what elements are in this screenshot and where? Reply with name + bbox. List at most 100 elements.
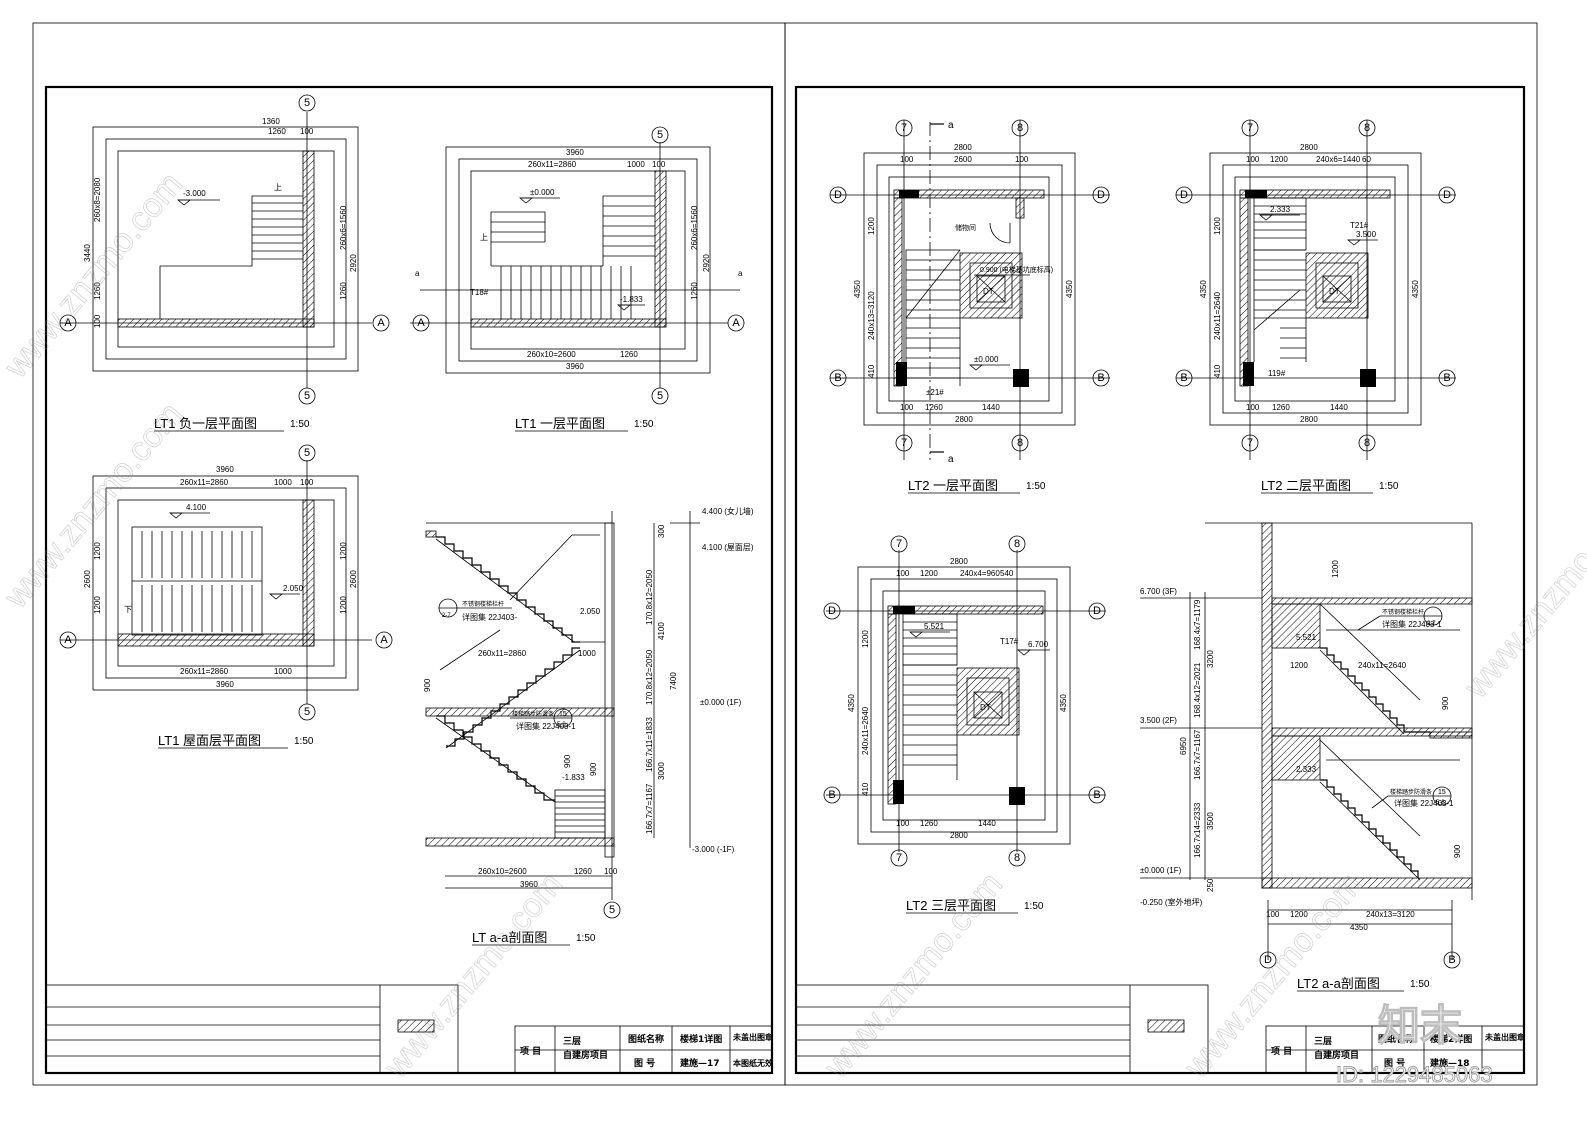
dim-2800b: 2800	[955, 415, 973, 424]
dim-100: 100	[604, 867, 618, 876]
project-label: 项 目	[520, 1046, 541, 1057]
axis-bubble-b: B	[823, 786, 841, 804]
svg-text:7: 7	[1247, 122, 1253, 134]
dim-1560: 260x6=1560	[690, 205, 699, 250]
dim-total: 3960	[520, 880, 538, 889]
axis-bubble-d: D	[1092, 186, 1110, 204]
dim-4350: 4350	[853, 280, 862, 298]
axis-bubble-7: 7	[895, 434, 913, 452]
step-label: T21#	[1350, 221, 1369, 230]
dim-900b: 900	[1453, 844, 1462, 858]
dim-4350r: 4350	[1065, 280, 1074, 298]
view-title: LT1 一层平面图	[515, 416, 605, 431]
down-label: 下	[124, 605, 132, 614]
level-1f: ±0.000 (1F)	[700, 698, 742, 707]
view-title: LT2 一层平面图	[908, 478, 998, 493]
level-label-2: -1.833	[620, 295, 643, 304]
svg-text:15: 15	[559, 711, 567, 718]
detail-callout-antislip: 15 5-8 楼梯踏步防滑条 详图集 22J403-1	[1371, 786, 1454, 809]
drawing-name: 楼梯2详图	[1430, 1033, 1472, 1045]
axis-bubble-d: D	[1259, 951, 1277, 969]
axis-bubble-8: 8	[1358, 119, 1376, 137]
dim-1200b: 1200	[1290, 910, 1308, 919]
dim-total-b: 3960	[566, 362, 584, 371]
dim-mid-run: 260x11=2860	[478, 649, 527, 658]
svg-text:楼梯踏步防滑条: 楼梯踏步防滑条	[1390, 788, 1432, 796]
svg-text:D: D	[1093, 605, 1101, 617]
watermark-id: ID: 1229485063	[1336, 1062, 1493, 1087]
detail-callout-railing: 2-7 不锈钢楼梯栏杆 详图集 22J403-	[438, 598, 517, 622]
axis-bubble-8: 8	[1011, 434, 1029, 452]
dim-300: 300	[657, 524, 666, 538]
svg-text:8: 8	[1017, 437, 1023, 449]
lt2-f1-plan: DT 储物间 ±0.000 0.900 (电梯基坑底标高) ±21# a a	[829, 119, 1110, 494]
dim-1260: 1260	[920, 819, 938, 828]
level-parapet: 4.400 (女儿墙)	[702, 506, 754, 516]
dim-2920: 2920	[702, 254, 711, 272]
axis-bubble-b: B	[829, 369, 847, 387]
axis-bubble-a: A	[727, 314, 745, 332]
dim-2021: 168.4x12=2021	[1193, 662, 1202, 718]
dim-3120: 240x13=3120	[867, 291, 876, 340]
dim-1833: 166.7x11=1833	[645, 717, 654, 772]
dim-1000: 1000	[274, 478, 292, 487]
stamp-note-2: 本图纸无效	[732, 1058, 773, 1068]
drawing-no-label: 图 号	[634, 1058, 655, 1069]
project-label: 项 目	[1271, 1046, 1292, 1057]
svg-text:5: 5	[657, 129, 663, 141]
dim-run1: 240x11=2640	[1358, 661, 1407, 670]
dim-1000: 1000	[627, 160, 645, 169]
detail-callout-railing: 2-7 不锈钢楼梯栏杆 详图集 22J403-1	[1357, 606, 1443, 631]
level-mid: 2.050	[580, 607, 601, 616]
axis-bubble-5: 5	[298, 387, 316, 405]
dim-2640: 240x11=2640	[861, 706, 870, 755]
lt1-roof-plan: 4.100 2.050 下 3960 260x11=2860 1000 100 …	[59, 444, 393, 749]
svg-text:B: B	[1448, 954, 1455, 966]
project-name-2: 自建房项目	[563, 1049, 608, 1061]
dim-100b: 100	[896, 819, 910, 828]
dim-100: 100	[300, 478, 314, 487]
axis-bubble-7: 7	[895, 119, 913, 137]
axis-bubble-5: 5	[651, 126, 669, 144]
axis-bubble-8: 8	[1008, 535, 1026, 553]
lt2-f3-plan: DT 5.521 6.700 T17# 2800 100 1200 240x4=…	[823, 535, 1106, 914]
dim-100: 100	[1246, 155, 1260, 164]
left-title-block: 项 目 三层 自建房项目 图纸名称 楼梯1详图 图 号 建施—17 未盖出图章 …	[45, 984, 773, 1074]
svg-text:不锈钢楼梯栏杆: 不锈钢楼梯栏杆	[1382, 608, 1424, 616]
dim-1200b: 1200	[93, 596, 102, 614]
dim-1260: 1260	[268, 127, 286, 136]
svg-text:B: B	[1180, 372, 1187, 384]
axis-bubble-b: B	[1175, 369, 1193, 387]
svg-text:不锈钢楼梯栏杆: 不锈钢楼梯栏杆	[462, 600, 504, 608]
dim-100: 100	[300, 127, 314, 136]
lt1-f1-plan: ±0.000 -1.833 T18# 上 a a 3960 260x11=286…	[410, 126, 745, 432]
dim-2800b: 2800	[950, 831, 968, 840]
dim-100b: 100	[1246, 403, 1260, 412]
axis-bubble-a: A	[412, 314, 430, 332]
axis-bubble-b: B	[1088, 786, 1106, 804]
up-label: 上	[480, 233, 488, 242]
dim-1000: 1000	[578, 649, 596, 658]
level-label: ±0.000	[530, 188, 555, 197]
project-name-1: 三层	[563, 1036, 581, 1047]
svg-text:8: 8	[1364, 122, 1370, 134]
level-label-2: 3.500	[1356, 230, 1377, 239]
lift-label: DT	[980, 703, 991, 712]
view-title: LT a-a剖面图	[472, 930, 547, 945]
level-label: 5.521	[924, 622, 945, 631]
dim-2333: 166.7x14=2333	[1193, 802, 1202, 858]
dim-1000b: 1000	[274, 667, 292, 676]
svg-text:8: 8	[1014, 538, 1020, 550]
dim-4350r: 4350	[1411, 280, 1420, 298]
dim-2080: 260x8=2080	[93, 177, 102, 222]
dim-total-b: 3960	[216, 680, 234, 689]
svg-text:D: D	[1180, 189, 1188, 201]
svg-text:5: 5	[304, 390, 310, 402]
svg-text:D: D	[828, 605, 836, 617]
svg-text:A: A	[732, 317, 740, 329]
dim-100: 100	[1266, 910, 1280, 919]
level-roof: 4.100 (屋面层)	[702, 543, 754, 552]
dim-4350: 4350	[847, 694, 856, 712]
level-2f: 3.500 (2F)	[1140, 716, 1177, 725]
dim-1200: 1200	[93, 542, 102, 560]
